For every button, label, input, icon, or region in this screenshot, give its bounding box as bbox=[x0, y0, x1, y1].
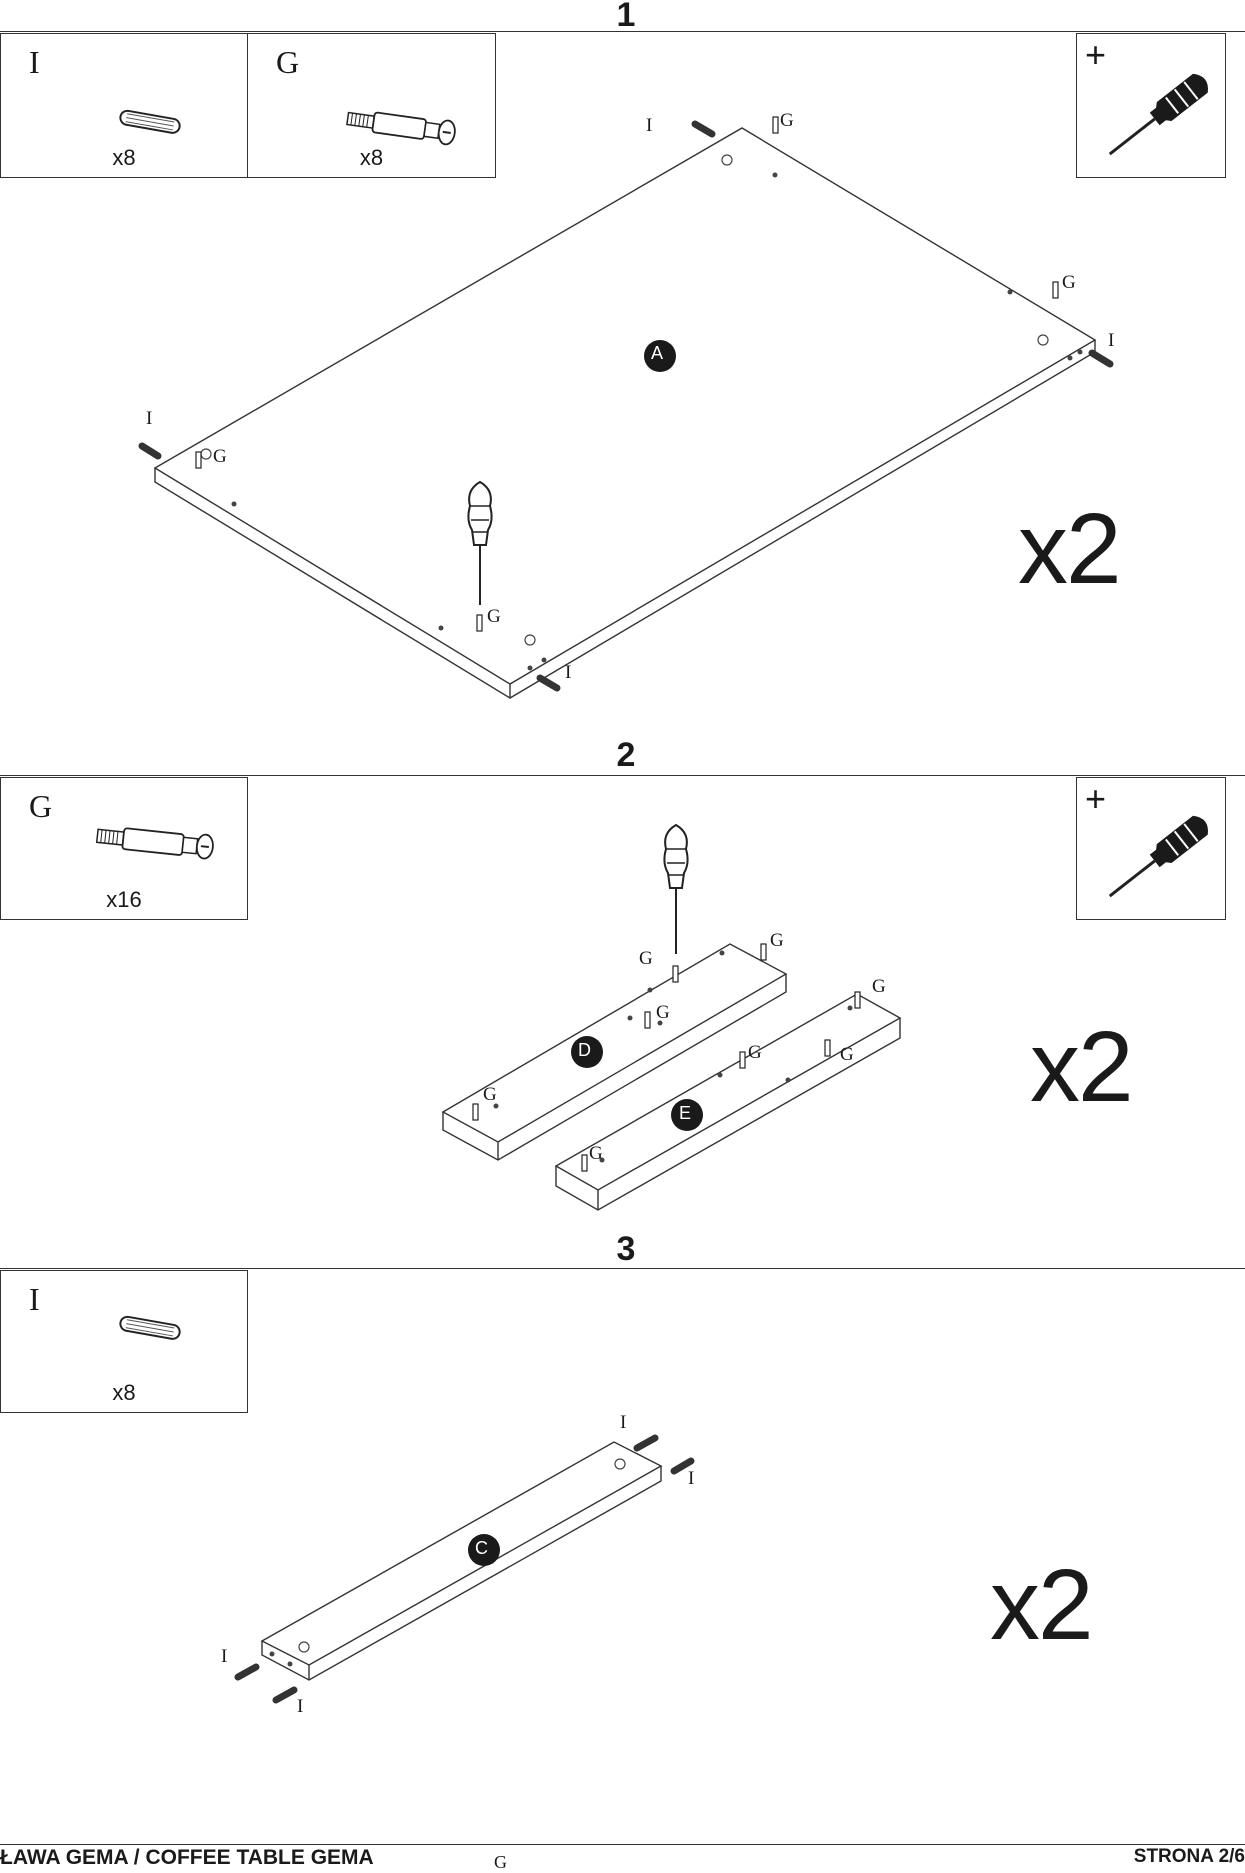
cam-bolt-icon bbox=[346, 111, 456, 146]
step-3-number: 3 bbox=[616, 1230, 636, 1268]
tool-box-screwdriver: + bbox=[1076, 33, 1226, 178]
callout-label: G bbox=[589, 1143, 603, 1164]
multiplier: x2 bbox=[990, 1549, 1094, 1661]
callout-label: G bbox=[840, 1044, 854, 1065]
badge-letter-a: A bbox=[651, 343, 664, 363]
callout-label: G bbox=[770, 930, 784, 951]
part-letter: G bbox=[276, 44, 300, 80]
step-3-divider bbox=[0, 1268, 1245, 1269]
dowel-icon bbox=[119, 1315, 181, 1340]
callout-label: G bbox=[656, 1002, 670, 1023]
callout-label: I bbox=[646, 115, 653, 136]
callout-label: I bbox=[297, 1696, 304, 1717]
callout-label: G bbox=[1062, 272, 1076, 293]
panel-badge-c bbox=[468, 1534, 500, 1566]
footer-divider bbox=[0, 1844, 1245, 1845]
callout-label: G bbox=[487, 606, 501, 627]
screwdriver-icon bbox=[1108, 815, 1209, 898]
callout-label: I bbox=[620, 1412, 627, 1433]
callout-label: I bbox=[565, 662, 572, 683]
step-1-number: 1 bbox=[616, 0, 636, 34]
step-2-number: 2 bbox=[616, 736, 636, 774]
panel-badge-e bbox=[671, 1099, 703, 1131]
phillips-symbol: + bbox=[1085, 778, 1107, 819]
step-2-divider bbox=[0, 775, 1245, 776]
multiplier: x2 bbox=[1018, 493, 1122, 605]
part-letter: G bbox=[29, 788, 53, 824]
callout-label: G bbox=[748, 1042, 762, 1063]
panels-d-e-illustration bbox=[441, 823, 902, 1211]
part-box-dowel: I x8 bbox=[0, 1270, 248, 1413]
part-quantity: x8 bbox=[112, 145, 136, 170]
badge-letter-c: C bbox=[475, 1538, 488, 1558]
stray-label: G bbox=[494, 1852, 507, 1872]
badge-letter-d: D bbox=[578, 1040, 591, 1060]
callout-label: G bbox=[639, 948, 653, 969]
part-quantity: x8 bbox=[359, 145, 384, 170]
page-number: STRONA 2/6 bbox=[1133, 1846, 1245, 1867]
panel-badge-d bbox=[571, 1036, 603, 1068]
cam-bolt-icon bbox=[95, 827, 214, 860]
part-quantity: x16 bbox=[106, 887, 142, 912]
dowel-icon bbox=[119, 109, 181, 134]
document-title: ŁAWA GEMA / COFFEE TABLE GEMA bbox=[0, 1846, 374, 1869]
part-letter: I bbox=[29, 1281, 40, 1317]
badge-letter-e: E bbox=[679, 1103, 692, 1123]
panel-a-illustration bbox=[138, 116, 1114, 699]
callout-label: I bbox=[1108, 330, 1115, 351]
callout-label: I bbox=[688, 1468, 695, 1489]
part-quantity: x8 bbox=[112, 1380, 136, 1405]
phillips-symbol: + bbox=[1085, 34, 1107, 75]
part-box-cam-bolt: G x8 bbox=[247, 33, 496, 178]
part-box-cam-bolt: G x16 bbox=[0, 777, 248, 920]
tool-box-screwdriver: + bbox=[1076, 777, 1226, 920]
callout-label: G bbox=[780, 110, 794, 131]
callout-label: I bbox=[146, 408, 153, 429]
callout-label: G bbox=[872, 976, 886, 997]
part-letter: I bbox=[29, 44, 40, 80]
panel-badge-a bbox=[644, 340, 676, 372]
part-box-dowel: I x8 bbox=[0, 33, 248, 178]
callout-label: I bbox=[221, 1646, 228, 1667]
screwdriver-icon bbox=[1108, 73, 1209, 156]
panel-c-illustration bbox=[234, 1434, 695, 1704]
step-1-divider bbox=[0, 31, 1245, 32]
callout-label: G bbox=[483, 1084, 497, 1105]
callout-label: G bbox=[213, 446, 227, 467]
multiplier: x2 bbox=[1030, 1011, 1134, 1123]
